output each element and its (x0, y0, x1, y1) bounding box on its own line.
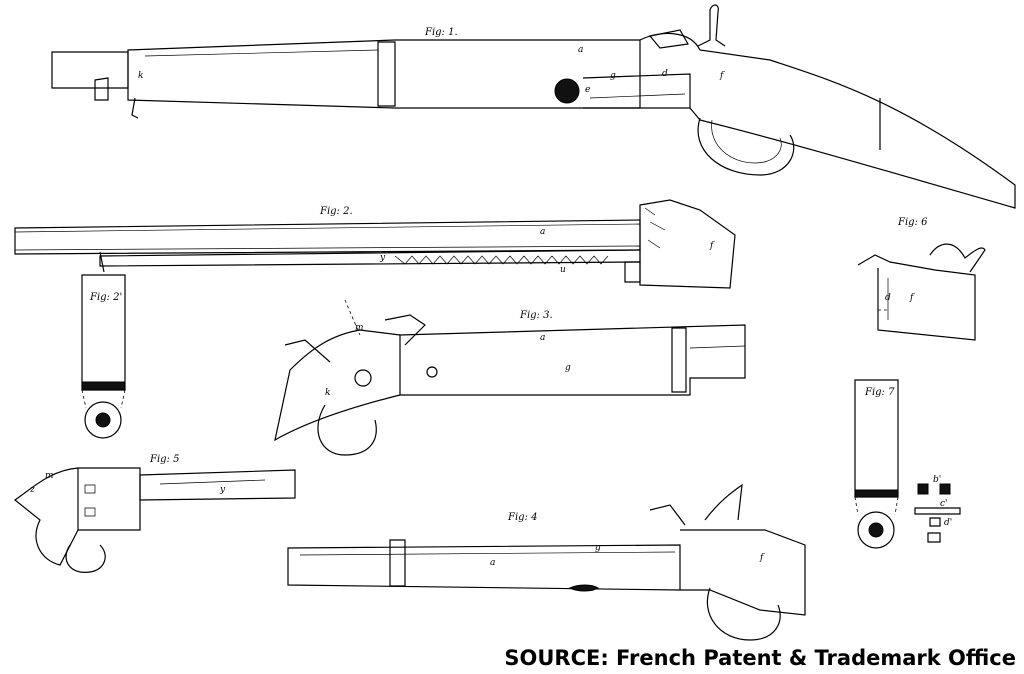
fig2-label: Fig: 2. (319, 206, 353, 217)
fig7-barrel: Fig: 7 b' c' d' (854, 379, 961, 549)
fig1-label: Fig: 1. (424, 27, 458, 38)
fig5-label: Fig: 5 (149, 454, 179, 465)
fig4-ref-a: a (490, 558, 495, 568)
fig1-rifle: Fig: 1. a g d f k e (51, 4, 1016, 209)
fig3-label: Fig: 3. (519, 310, 553, 321)
fig2-ref-a: a (540, 227, 545, 237)
fig6-ref-f: f (909, 293, 915, 303)
source-caption: SOURCE: French Patent & Trademark Office (504, 646, 1016, 670)
fig2-ref-f: f (709, 241, 715, 251)
fig2b-label: Fig: 2' (89, 292, 122, 303)
fig7-ref-b1: b' (933, 475, 941, 485)
fig6-breech: Fig: 6 d f (857, 217, 986, 341)
ref-f: f (719, 71, 725, 81)
fig3-ref-k: k (325, 388, 330, 398)
fig6-ref-d: d (885, 293, 891, 303)
fig3-action: Fig: 3. a g k m (274, 299, 746, 456)
fig7-ref-c1: c' (940, 499, 948, 509)
ref-g: g (610, 71, 616, 81)
ref-a: a (578, 45, 583, 55)
fig4-label: Fig: 4 (507, 512, 537, 523)
fig5-ref-z: z (29, 485, 35, 495)
ref-e: e (585, 85, 590, 95)
fig7-ref-d1: d' (944, 518, 952, 528)
fig3-ref-g: g (565, 363, 571, 373)
ref-d: d (662, 69, 668, 79)
fig2b-muzzle: Fig: 2' (81, 274, 126, 439)
fig2-ref-y: y (379, 253, 386, 263)
fig4-action: Fig: 4 a g f (287, 483, 806, 641)
fig5-ref-m: m (45, 471, 54, 481)
fig4-ref-f: f (759, 553, 765, 563)
fig6-label: Fig: 6 (897, 217, 928, 228)
fig3-ref-m: m (355, 323, 364, 333)
fig5-ref-y: y (219, 485, 226, 495)
fig2-ref-u: u (560, 265, 566, 275)
fig4-ref-g: g (595, 543, 601, 553)
fig5-revolver: Fig: 5 m y z (13, 454, 296, 573)
fig7-label: Fig: 7 (864, 387, 895, 398)
ref-k: k (138, 71, 143, 81)
fig3-ref-a: a (540, 333, 545, 343)
fig2-section: Fig: 2. a f u y (14, 199, 736, 289)
